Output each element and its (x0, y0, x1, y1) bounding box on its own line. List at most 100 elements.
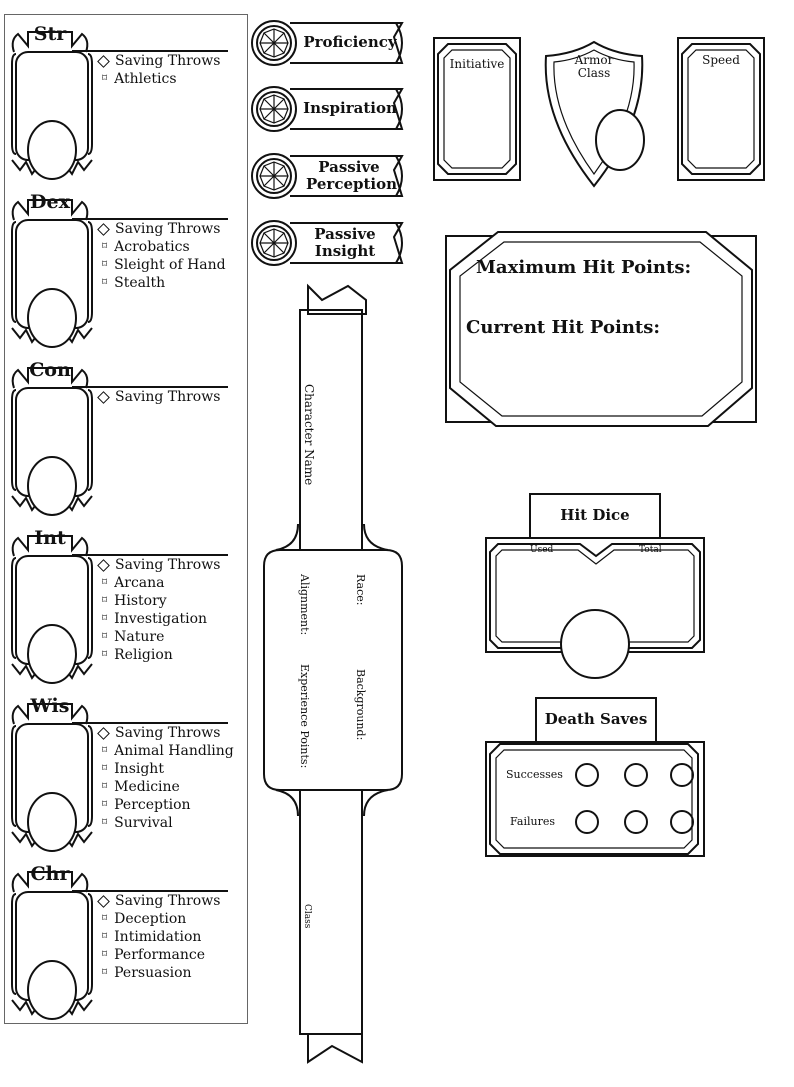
proficiency-mark-icon[interactable]: ⌑ (102, 613, 108, 624)
skill-row[interactable]: ⌑ Intimidation (98, 928, 220, 946)
proficiency-mark-icon[interactable]: ⌑ (102, 913, 108, 924)
diamond-icon[interactable] (97, 54, 110, 68)
diamond-icon[interactable] (97, 558, 110, 572)
proficiency-mark-icon[interactable]: ⌑ (102, 241, 108, 252)
skill-label: History (114, 593, 167, 609)
armor-class-box[interactable]: Armor Class (542, 40, 646, 188)
success-circle[interactable] (624, 763, 648, 787)
skill-row[interactable]: ⌑Stealth (98, 274, 226, 292)
hit-dice-box[interactable]: Hit Dice Used Total (484, 492, 706, 682)
passive-insight-ribbon[interactable]: Passive Insight (250, 217, 412, 269)
proficiency-mark-icon[interactable]: ⌑ (102, 817, 108, 828)
ability-name: Dex (30, 191, 70, 213)
proficiency-mark-icon[interactable]: ⌑ (102, 631, 108, 642)
skill-row[interactable]: ⌑Animal Handling (98, 742, 234, 760)
armor-class-label: Armor Class (574, 53, 614, 80)
skill-row[interactable]: ⌑ Athletics (98, 70, 220, 88)
skill-list: Saving Throws⌑Animal Handling⌑Insight⌑Me… (97, 724, 234, 832)
saving-throw-label: Saving Throws (115, 389, 221, 405)
skill-row[interactable]: ⌑Insight (98, 760, 234, 778)
ribbon-shape (251, 153, 404, 199)
ability-rule (72, 50, 228, 52)
proficiency-mark-icon[interactable]: ⌑ (102, 595, 108, 606)
skill-list: Saving Throws⌑Deception⌑Intimidation⌑Per… (97, 892, 220, 982)
skill-label: Survival (114, 815, 173, 831)
proficiency-mark-icon[interactable]: ⌑ (102, 781, 108, 792)
proficiency-mark-icon[interactable]: ⌑ (102, 967, 108, 978)
background-label: Background: (354, 669, 367, 741)
proficiency-mark-icon[interactable]: ⌑ (102, 745, 108, 756)
skill-row[interactable]: ⌑Deception (98, 910, 220, 928)
skill-label: Intimidation (114, 929, 202, 945)
proficiency-mark-icon[interactable]: ⌑ (102, 949, 108, 960)
saving-throw-row[interactable]: Saving Throws (97, 220, 226, 238)
proficiency-mark-icon[interactable]: ⌑ (102, 577, 108, 588)
skill-label: Religion (114, 647, 173, 663)
current-hit-points-label: Current Hit Points: (466, 317, 661, 338)
passive-insight-label: Passive Insight (314, 225, 376, 260)
proficiency-mark-icon[interactable]: ⌑ (102, 277, 108, 288)
proficiency-mark-icon[interactable]: ⌑ (102, 73, 108, 84)
skill-label: Athletics (114, 71, 177, 87)
diamond-icon[interactable] (97, 726, 110, 740)
skill-row[interactable]: ⌑Investigation (98, 610, 220, 628)
saving-throw-row[interactable]: Saving Throws (97, 892, 220, 910)
skill-row[interactable]: ⌑ Survival (98, 814, 234, 832)
inspiration-label: Inspiration (303, 99, 397, 117)
proficiency-mark-icon[interactable]: ⌑ (102, 931, 108, 942)
saving-throw-row[interactable]: Saving Throws (97, 724, 234, 742)
proficiency-mark-icon[interactable]: ⌑ (102, 763, 108, 774)
skill-label: Performance (114, 947, 205, 963)
diamond-icon[interactable] (97, 894, 110, 908)
saving-throw-row[interactable]: Saving Throws (97, 388, 221, 406)
saving-throw-label: Saving Throws (115, 53, 221, 69)
ability-rule (72, 554, 228, 556)
skill-row[interactable]: ⌑Sleight of Hand (98, 256, 226, 274)
speed-box[interactable]: Speed (676, 36, 766, 182)
hit-points-box[interactable]: Maximum Hit Points: Current Hit Points: (442, 230, 760, 428)
initiative-box[interactable]: Initiative (432, 36, 522, 182)
skill-row[interactable]: ⌑ Acrobatics (98, 238, 226, 256)
skill-row[interactable]: ⌑Arcana (98, 574, 220, 592)
failure-circle[interactable] (670, 810, 694, 834)
skill-label: Perception (114, 797, 191, 813)
saving-throw-row[interactable]: Saving Throws (97, 52, 221, 70)
success-circle[interactable] (575, 763, 599, 787)
proficiency-ribbon[interactable]: Proficiency (250, 17, 412, 69)
proficiency-mark-icon[interactable]: ⌑ (102, 649, 108, 660)
success-circle[interactable] (670, 763, 694, 787)
skill-row[interactable]: ⌑ Persuasion (98, 964, 220, 982)
inspiration-ribbon[interactable]: Inspiration (250, 83, 412, 135)
failure-circle[interactable] (624, 810, 648, 834)
saving-throw-row[interactable]: Saving Throws (97, 556, 221, 574)
passive-perception-ribbon[interactable]: Passive Perception (250, 150, 412, 202)
initiative-frame (433, 37, 521, 181)
proficiency-mark-icon[interactable]: ⌑ (102, 259, 108, 270)
saving-throw-label: Saving Throws (115, 725, 221, 741)
ability-name: Str (33, 23, 67, 45)
proficiency-mark-icon[interactable]: ⌑ (102, 799, 108, 810)
diamond-icon[interactable] (97, 390, 110, 404)
skill-row[interactable]: ⌑ Perception (98, 796, 234, 814)
hit-dice-used-label: Used (530, 545, 554, 555)
skill-row[interactable]: ⌑ History (98, 592, 220, 610)
ribbon-shape (251, 20, 404, 66)
failure-circle[interactable] (575, 810, 599, 834)
skill-row[interactable]: ⌑Medicine (98, 778, 234, 796)
proficiency-label: Proficiency (303, 33, 397, 51)
diamond-icon[interactable] (97, 222, 110, 236)
skill-row[interactable]: ⌑ Religion (98, 646, 220, 664)
skill-row[interactable]: ⌑ Performance (98, 946, 220, 964)
class-label: Class (302, 904, 312, 929)
skill-label: Acrobatics (114, 239, 190, 255)
ability-frame (11, 31, 93, 180)
saving-throw-label: Saving Throws (115, 557, 221, 573)
failures-label: Failures (510, 815, 555, 828)
ability-frame (11, 871, 93, 1020)
skill-row[interactable]: ⌑Nature (98, 628, 220, 646)
skill-label: Persuasion (114, 965, 192, 981)
character-name-label: Character Name (302, 384, 316, 486)
speed-frame (677, 37, 765, 181)
